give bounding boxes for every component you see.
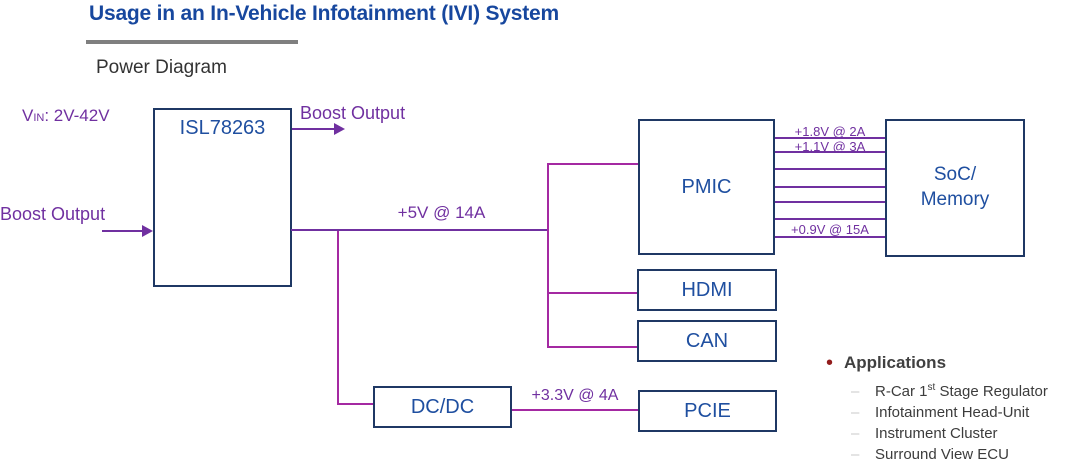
applications-heading-row: • Applications (826, 353, 1048, 373)
application-item-text: Instrument Cluster (875, 425, 998, 442)
boost-input-arrow-line (102, 230, 143, 232)
block-dcdc-label: DC/DC (410, 395, 475, 418)
block-isl78263-label: ISL78263 (179, 117, 266, 139)
rail-1v8-label: +1.8V @ 2A (794, 124, 866, 139)
application-item-text: Surround View ECU (875, 446, 1009, 463)
application-item-text-post: Stage Regulator (935, 383, 1048, 400)
soc-label-line2: Memory (920, 189, 990, 210)
block-soc-memory: SoC/ Memory (885, 119, 1025, 257)
block-pcie: PCIE (638, 390, 777, 432)
rail-3v3-line (512, 409, 638, 411)
block-pcie-label: PCIE (684, 399, 731, 422)
application-item-label: Infotainment Head-Unit (875, 402, 1029, 423)
pmic-soc-rail-6 (775, 218, 885, 220)
application-item: – Instrument Cluster (851, 423, 1048, 444)
bus-vertical-line (547, 163, 549, 348)
block-isl78263: ISL78263 (153, 108, 292, 287)
vin-subscript: IN (33, 112, 45, 124)
block-dcdc: DC/DC (373, 386, 512, 428)
application-item-text: Infotainment Head-Unit (875, 404, 1030, 421)
block-hdmi: HDMI (637, 269, 777, 311)
block-pmic: PMIC (638, 119, 775, 255)
vin-suffix: : 2V-42V (44, 106, 110, 125)
block-hdmi-label: HDMI (681, 278, 733, 301)
title-underline (86, 40, 298, 44)
stub-to-dcdc-line (339, 403, 373, 405)
diagram-subtitle: Power Diagram (96, 57, 227, 78)
application-item: – R-Car 1st Stage Regulator (851, 377, 1048, 402)
block-soc-memory-label: SoC/ Memory (921, 163, 990, 212)
rail-5v-line (291, 229, 549, 231)
block-pmic-label: PMIC (681, 175, 732, 198)
rail-0v9-label: +0.9V @ 15A (791, 222, 869, 237)
application-item: – Surround View ECU (851, 444, 1048, 465)
bullet-icon: • (826, 352, 834, 374)
boost-output-arrowhead-icon (334, 123, 345, 135)
application-item-label: R-Car 1st Stage Regulator (875, 377, 1048, 402)
dash-icon: – (851, 383, 860, 400)
pmic-soc-rail-3 (775, 168, 885, 170)
drop-to-dcdc-line (337, 231, 339, 405)
dash-icon: – (851, 425, 860, 442)
rail-3v3-label: +3.3V @ 4A (531, 387, 619, 404)
stub-to-pmic-line (549, 163, 638, 165)
pmic-soc-rail-2 (775, 151, 885, 153)
applications-section: • Applications – R-Car 1st Stage Regulat… (826, 353, 1048, 465)
vin-prefix: V (22, 106, 34, 125)
boost-input-arrowhead-icon (142, 225, 153, 237)
stub-to-can-line (549, 346, 637, 348)
boost-output-left-label: Boost Output (0, 204, 106, 224)
dash-icon: – (851, 404, 860, 421)
rail-5v-label: +5V @ 14A (397, 203, 486, 222)
stub-to-hdmi-line (549, 292, 637, 294)
pmic-soc-rail-7 (775, 236, 885, 238)
application-item-label: Instrument Cluster (875, 423, 998, 444)
pmic-soc-rail-1 (775, 137, 885, 139)
application-item-label: Surround View ECU (875, 444, 1009, 465)
block-can: CAN (637, 320, 777, 362)
vin-range-label: VIN: 2V-42V (22, 106, 110, 126)
application-item-superscript: st (927, 382, 936, 393)
block-can-label: CAN (685, 329, 729, 352)
boost-output-arrow-line (292, 128, 335, 130)
pmic-soc-rail-4 (775, 186, 885, 188)
page-title: Usage in an In-Vehicle Infotainment (IVI… (89, 2, 560, 25)
applications-heading: Applications (844, 353, 947, 372)
boost-output-top-label: Boost Output (300, 103, 406, 123)
pmic-soc-rail-5 (775, 201, 885, 203)
application-item: – Infotainment Head-Unit (851, 402, 1048, 423)
application-item-text: R-Car 1 (875, 383, 928, 400)
dash-icon: – (851, 446, 860, 463)
soc-label-line1: SoC/ (933, 164, 977, 186)
rail-1v1-label: +1.1V @ 3A (794, 139, 866, 154)
